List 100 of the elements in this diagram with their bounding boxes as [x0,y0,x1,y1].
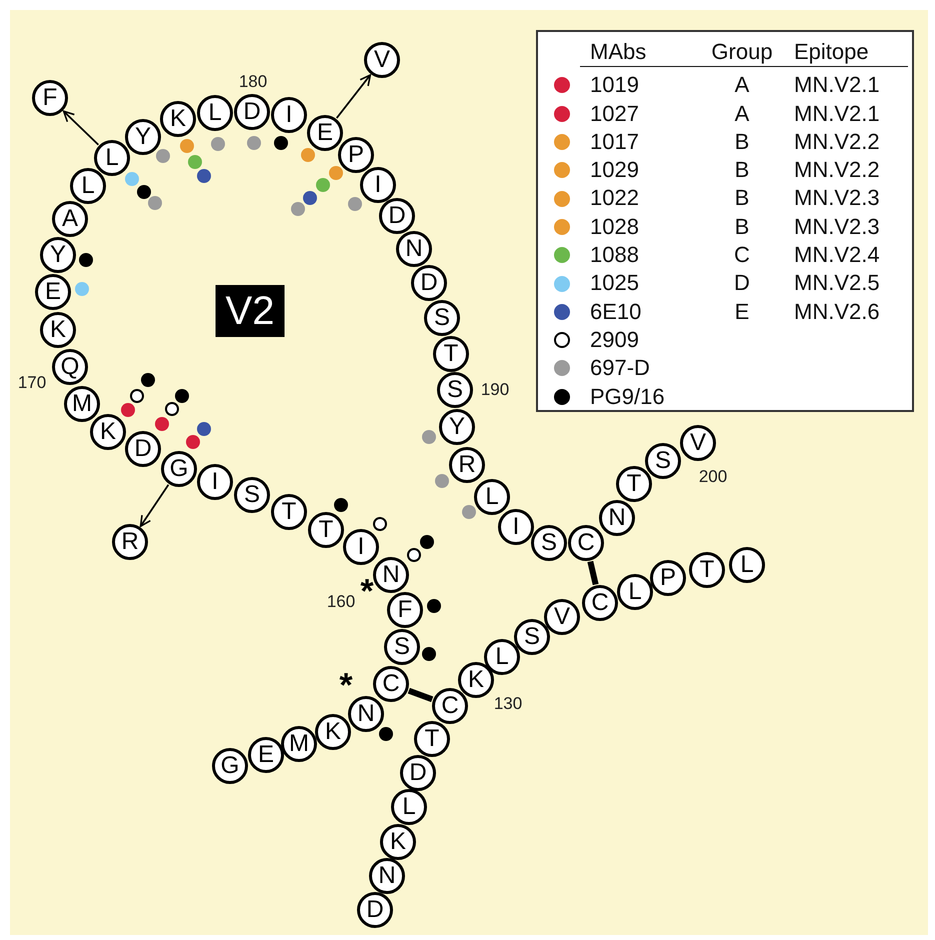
group-letter: B [734,184,750,212]
residue-number: 130 [494,694,522,714]
residue-circle: L [617,574,653,610]
substitution-arrow [140,484,170,528]
residue-circle: R [449,447,485,483]
residue-circle: I [271,97,307,133]
residue-circle: Q [52,349,88,385]
residue-circle: V [680,425,716,461]
residue-circle: T [433,336,469,372]
column-header: MAbs [580,38,696,68]
residue-circle: G [161,451,197,487]
epitope-name: MN.V2.3 [793,184,881,212]
antibody-name: 1019 [589,71,640,100]
residue-circle: A [52,201,88,237]
residue-circle: M [64,386,100,422]
residue-circle: M [281,726,317,762]
residue-circle: D [357,892,393,928]
residue-circle: K [315,714,351,750]
residue-circle: E [307,115,343,151]
antibody-name: 1028 [589,212,640,241]
region-title: V2 [216,285,284,337]
residue-circle: V [364,42,400,78]
epitope-name: MN.V2.2 [793,156,881,184]
disulfide-bond [587,560,599,586]
group-letter: A [734,71,750,100]
residue-circle: S [531,525,567,561]
residue-circle: F [387,592,423,628]
residue-circle: G [212,748,248,784]
residue-circle: L [729,547,765,583]
residue-circle: C [582,585,618,621]
residue-circle: S [514,619,550,655]
antibody-name: 1022 [589,184,640,212]
residue-circle: I [360,167,396,203]
residue-circle: D [411,265,447,301]
epitope-name: MN.V2.2 [793,128,881,156]
residue-circle: C [373,666,409,702]
group-letter: B [734,156,750,184]
residue-circle: N [599,500,635,536]
residue-circle: I [197,464,233,500]
residue-circle: R [112,524,148,560]
residue-circle: S [437,372,473,408]
group-letter: C [733,241,751,270]
residue-circle: N [369,858,405,894]
residue-circle: L [474,479,510,515]
antibody-name: PG9/16 [589,382,666,411]
residue-number: 200 [698,467,728,487]
residue-circle: T [689,552,725,588]
antibody-name: 1029 [589,156,640,184]
residue-circle: F [32,80,68,116]
column-header: Epitope [788,38,908,68]
residue-circle: C [432,688,468,724]
antibody-name: 1088 [589,241,640,270]
column-header: Group [696,38,788,68]
residue-circle: L [197,95,233,131]
residue-circle: S [424,300,460,336]
glycosylation-asterisk: * [360,578,374,606]
antibody-name: 6E10 [589,298,642,326]
residue-circle: P [650,560,686,596]
residue-circle: E [248,737,284,773]
residue-circle: T [616,466,652,502]
residue-number: 160 [326,592,356,612]
residue-circle: P [338,137,374,173]
residue-number: 180 [238,72,268,92]
residue-circle: K [380,824,416,860]
residue-circle: V [544,599,580,635]
residue-circle: L [70,168,106,204]
residue-circle: S [645,443,681,479]
epitope-name: MN.V2.1 [793,71,881,100]
disulfide-bond [408,688,434,702]
group-letter: D [733,269,751,298]
epitope-name: MN.V2.3 [793,212,881,241]
residue-circle: N [348,696,384,732]
residue-circle: Y [40,237,76,273]
residue-circle: S [384,629,420,665]
epitope-name: MN.V2.4 [793,241,881,270]
residue-circle: K [90,414,126,450]
antibody-name: 1027 [589,100,640,128]
residue-circle: E [35,274,71,310]
residue-circle: I [343,529,379,565]
antibody-name: 1025 [589,269,640,298]
residue-circle: Y [439,409,475,445]
epitope-name: MN.V2.6 [793,298,881,326]
residue-circle: T [414,721,450,757]
antibody-name: 2909 [589,326,640,354]
antibody-name: 1017 [589,128,640,156]
residue-circle: D [400,755,436,791]
residue-circle: C [568,525,604,561]
residue-number: 190 [480,380,510,400]
substitution-arrow [336,74,372,119]
antibody-name: 697-D [589,354,651,382]
substitution-arrow [62,110,99,146]
residue-circle: L [484,639,520,675]
group-letter: E [734,298,750,326]
residue-circle: D [125,431,161,467]
residue-circle: K [40,312,76,348]
residue-circle: L [391,789,427,825]
epitope-name: MN.V2.5 [793,269,881,298]
residue-circle: Y [125,119,161,155]
residue-circle: K [160,101,196,137]
residue-circle: I [498,509,534,545]
